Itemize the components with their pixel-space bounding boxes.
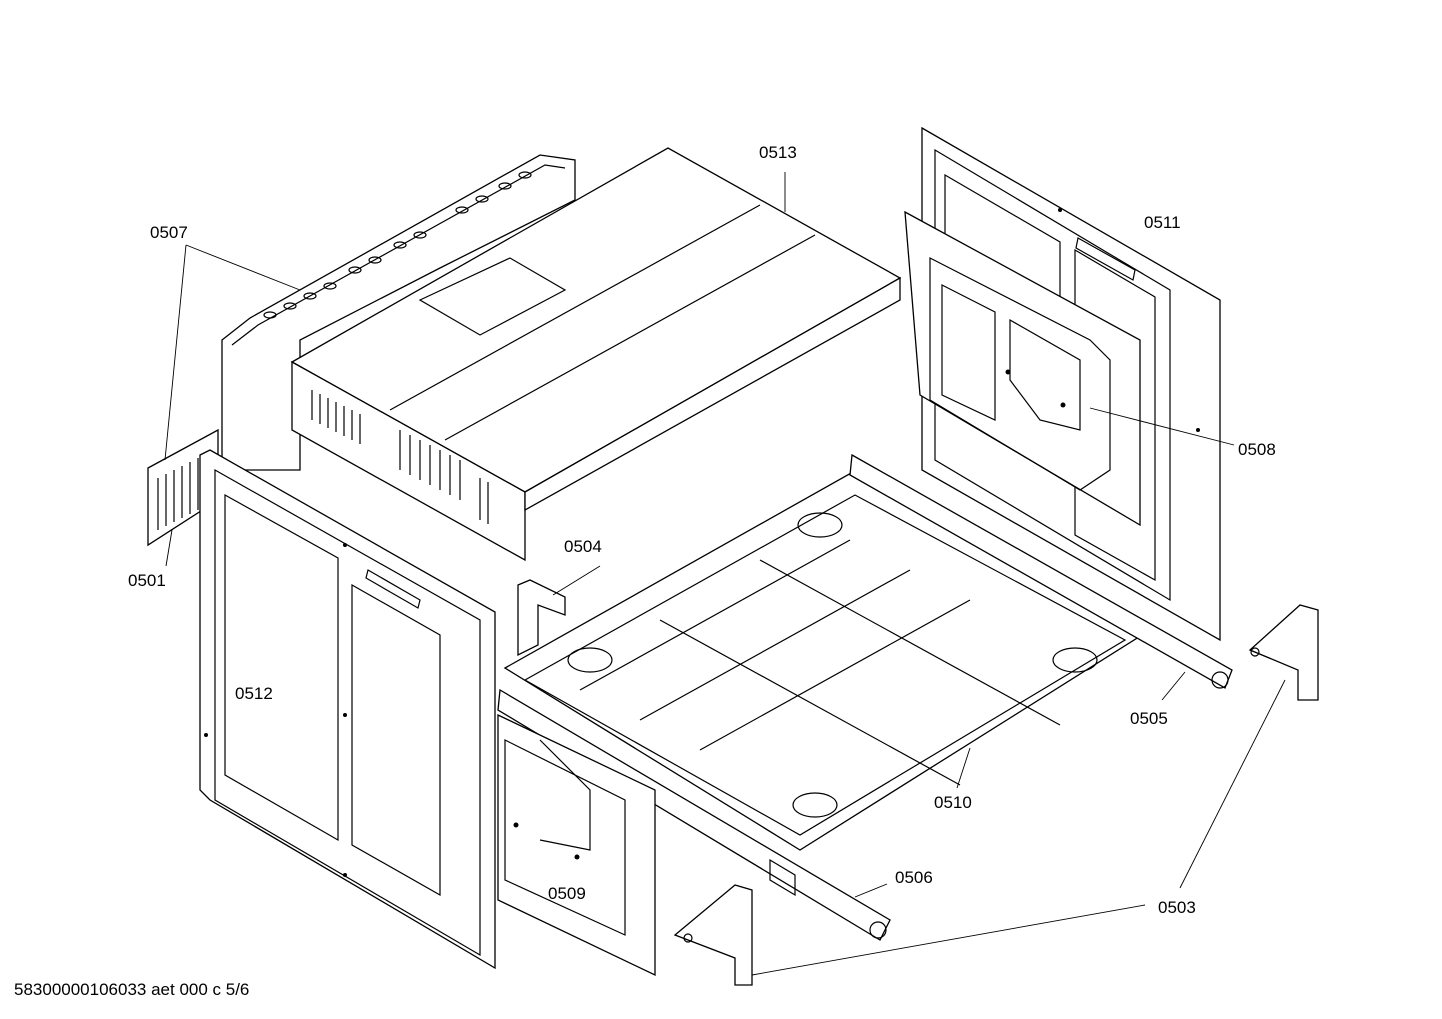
bracket-0504 xyxy=(517,579,566,657)
right-side-panel-0509 xyxy=(497,713,656,977)
label-0505: 0505 xyxy=(1130,709,1168,728)
label-0511: 0511 xyxy=(1144,213,1181,232)
label-0504: 0504 xyxy=(564,537,602,556)
label-0507: 0507 xyxy=(150,223,188,242)
rear-housing xyxy=(221,154,576,471)
label-0501: 0501 xyxy=(128,571,166,590)
side-rail-0506 xyxy=(497,688,891,941)
top-cover-0513 xyxy=(290,147,902,562)
drawing-reference-footer: 58300000106033 aet 000 c 5/6 xyxy=(14,980,250,999)
label-0509: 0509 xyxy=(548,884,586,903)
fan-cover-0508 xyxy=(904,210,1141,527)
label-0512: 0512 xyxy=(235,684,273,703)
label-0506: 0506 xyxy=(895,868,933,887)
label-0513: 0513 xyxy=(759,143,797,162)
part-labels: 0513 0511 0507 0508 0504 0501 0512 0505 … xyxy=(128,143,1276,917)
bracket-0503-left xyxy=(673,884,753,986)
label-0503: 0503 xyxy=(1158,898,1196,917)
label-0510: 0510 xyxy=(934,793,972,812)
left-side-panel-0512 xyxy=(199,449,496,970)
bracket-0503-right xyxy=(1248,604,1319,701)
label-0508: 0508 xyxy=(1238,440,1276,459)
side-rail-0505 xyxy=(849,453,1233,689)
leader-lines xyxy=(164,172,1286,976)
